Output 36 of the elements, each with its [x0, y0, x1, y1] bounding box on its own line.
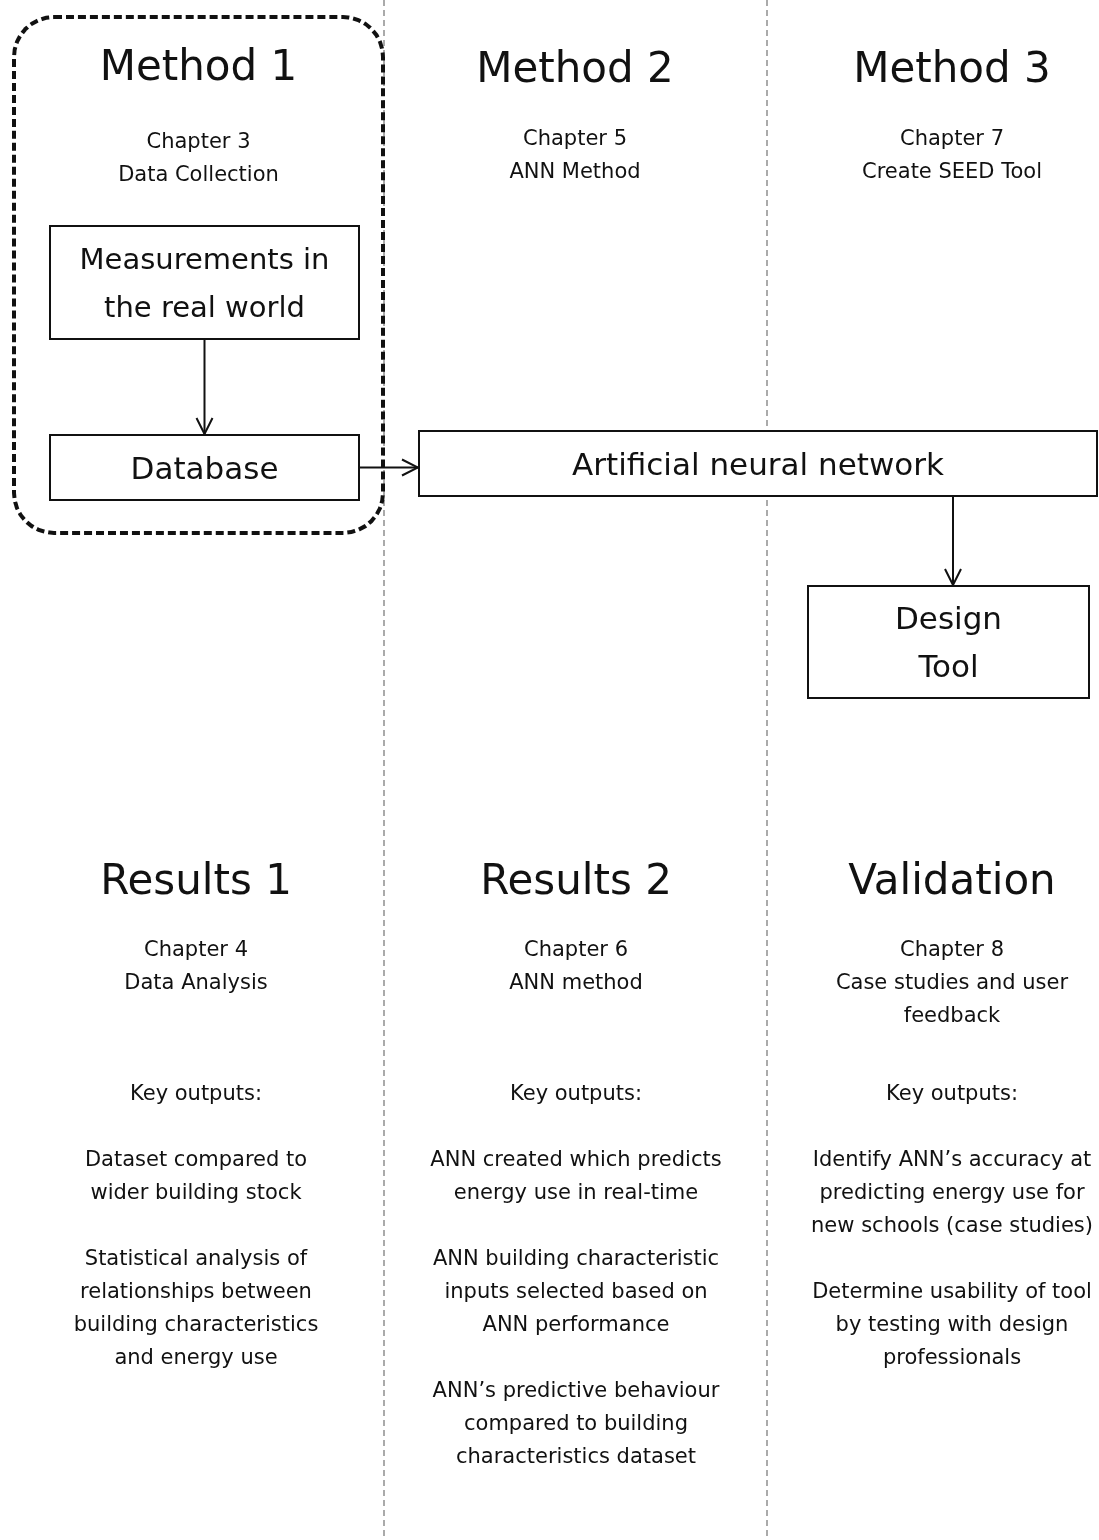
body-text: Key outputs: [885, 1080, 1019, 1107]
body-text: ANN created which predicts energy use in real-time [429, 1146, 723, 1206]
subheading: Data Collection [117, 161, 280, 188]
body-text: Chapter 6 [523, 936, 629, 963]
body-text: Data Analysis [123, 969, 269, 996]
body-text: ANN’s predictive behaviour compared to building characteristics dataset [431, 1377, 721, 1470]
body-text: Dataset compared to wider building stock [83, 1146, 309, 1206]
dashed-group-box [12, 15, 385, 535]
body-text: Chapter 8 [899, 936, 1005, 963]
body-text: Chapter 5 [522, 125, 628, 152]
body-text: Identify ANN’s accuracy at predicting energy use for new schools (case studies) [810, 1146, 1094, 1239]
column-heading: Validation [847, 855, 1057, 905]
column-heading: Method 3 [852, 43, 1052, 93]
body-text: Determine usability of tool by testing with design professionals [811, 1278, 1093, 1371]
column-heading: Results 2 [479, 855, 673, 905]
body-text: Create SEED Tool [861, 158, 1043, 185]
body-text: ANN building characteristic inputs selected based on ANN performance [431, 1245, 721, 1338]
arrow [195, 339, 214, 435]
body-text: Case studies and user feedback [834, 969, 1070, 1029]
body-text: ANN Method [508, 158, 642, 185]
column-heading: Method 2 [475, 43, 675, 93]
body-text: Key outputs: [509, 1080, 643, 1107]
process-box: Database [49, 434, 360, 501]
body-text: ANN method [508, 969, 644, 996]
column-heading: Results 1 [99, 855, 293, 905]
body-text: Chapter 7 [899, 125, 1005, 152]
process-box: Artificial neural network [418, 430, 1098, 497]
subheading: Chapter 3 [145, 128, 252, 155]
process-box: Measurements in the real world [49, 225, 360, 340]
arrow [359, 458, 419, 477]
body-text: Statistical analysis of relationships between building characteristics and energy use [72, 1245, 320, 1371]
process-box: Design Tool [807, 585, 1090, 699]
body-text: Chapter 4 [143, 936, 249, 963]
heading: Method 1 [98, 41, 299, 91]
body-text: Key outputs: [129, 1080, 263, 1107]
arrow [944, 496, 962, 586]
